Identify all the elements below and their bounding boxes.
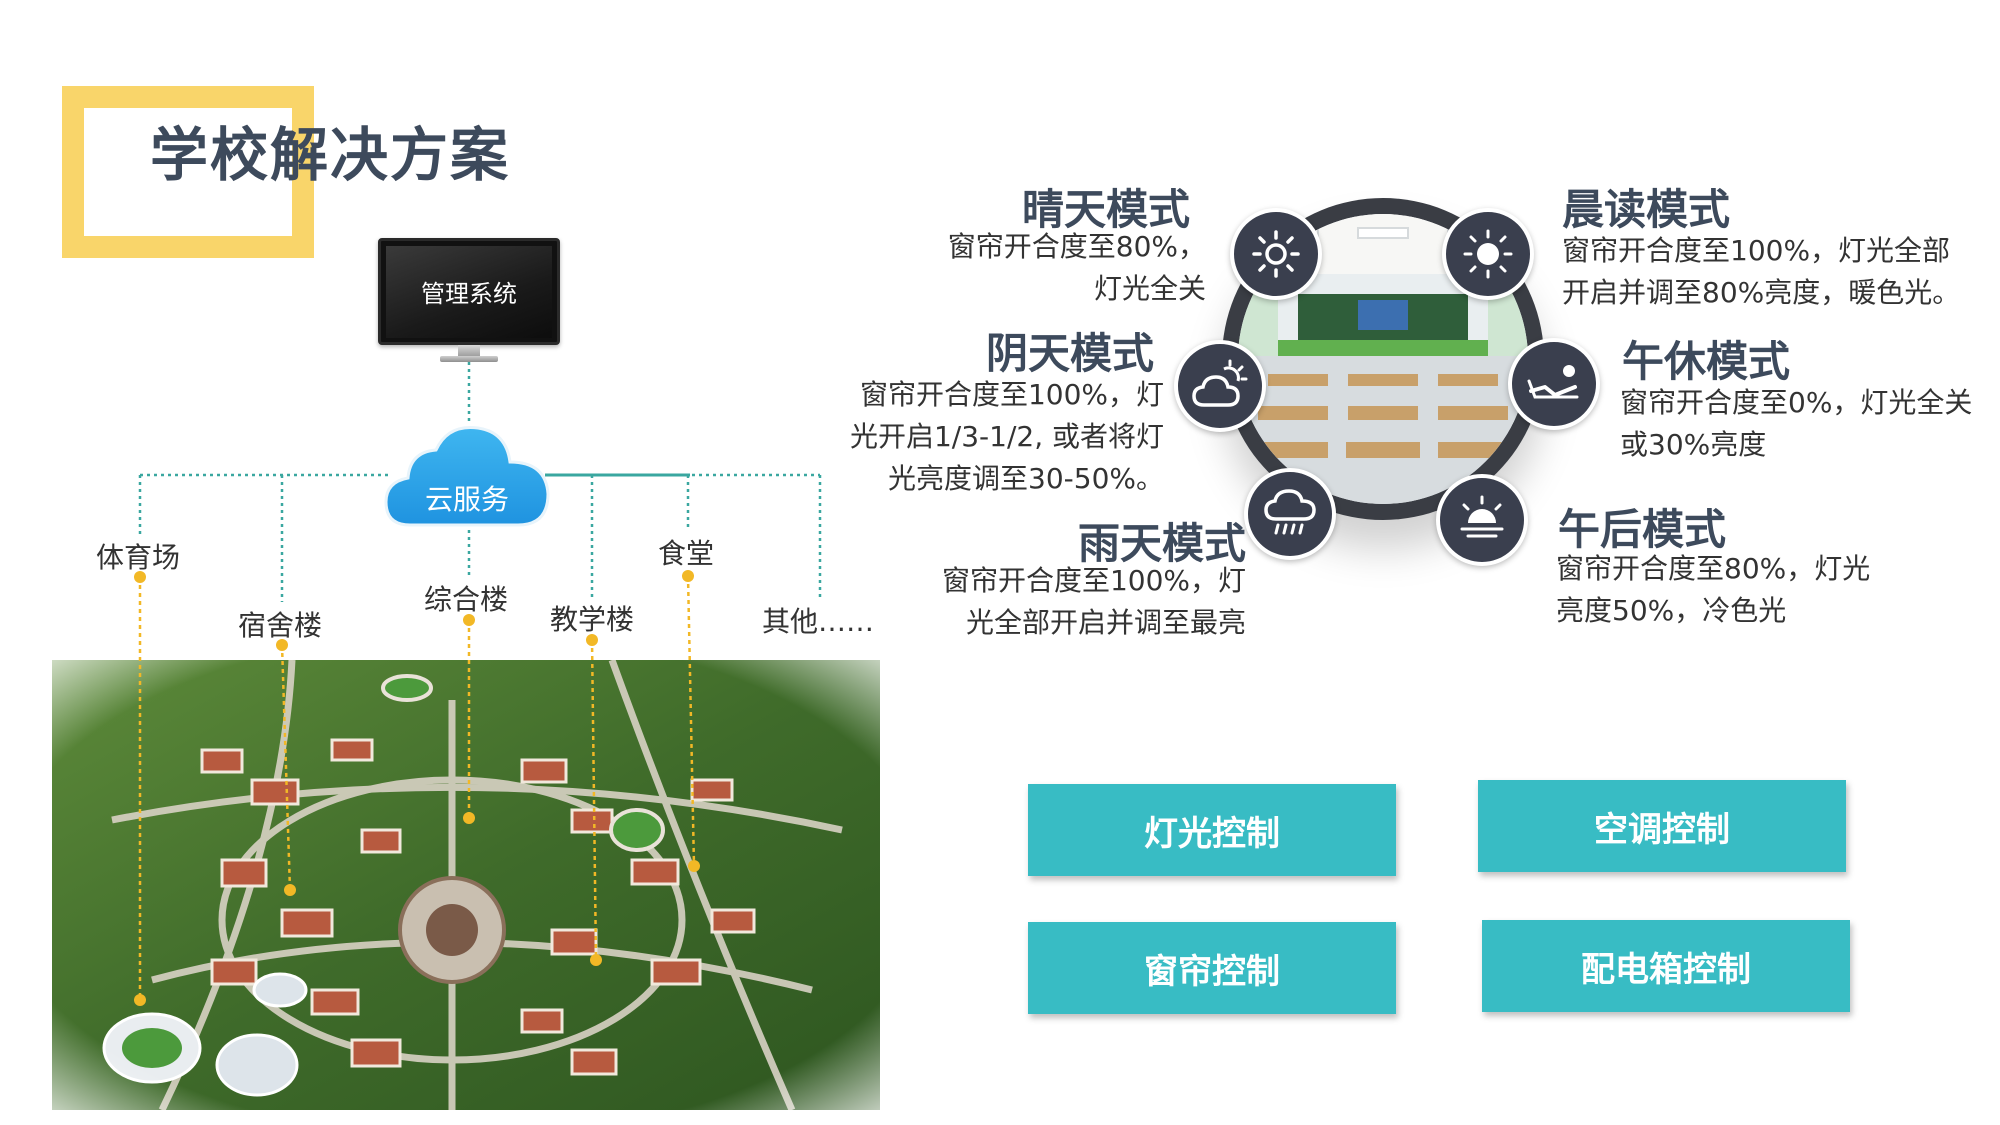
desc-line: 或30%亮度	[1620, 428, 1767, 461]
node-label-teaching: 教学楼	[550, 603, 635, 636]
monitor-label: 管理系统	[421, 280, 517, 308]
afternoon-mode-icon[interactable]	[1436, 474, 1528, 566]
title-decor-frame	[62, 86, 314, 258]
desc-line: 灯光全关	[1093, 272, 1206, 305]
desc-line: 窗帘开合度至100%，灯	[859, 378, 1164, 411]
reclining-person-icon	[1527, 365, 1579, 399]
morning-mode-desc: 窗帘开合度至100%，灯光全部 开启并调至80%亮度，暖色光。	[1562, 230, 1960, 314]
curtain-control-button[interactable]: 窗帘控制	[1028, 922, 1396, 1014]
sunset-icon	[1460, 495, 1504, 538]
afternoon-mode-desc: 窗帘开合度至80%，灯光 亮度50%，冷色光	[1556, 548, 1870, 632]
node-label-dorm: 宿舍楼	[238, 609, 323, 642]
node-label-stadium: 体育场	[96, 541, 181, 574]
cloud-service-icon[interactable]	[382, 420, 552, 530]
monitor-stand-base	[440, 356, 498, 362]
rainy-mode-title: 雨天模式	[1078, 519, 1247, 568]
desc-line: 光全部开启并调至最亮	[965, 606, 1246, 639]
campus-aerial-image	[52, 660, 880, 1110]
light-control-button[interactable]: 灯光控制	[1028, 784, 1396, 876]
power-box-control-button[interactable]: 配电箱控制	[1482, 920, 1850, 1012]
desc-line: 窗帘开合度至80%，灯光	[1556, 552, 1871, 585]
management-system-monitor[interactable]: 管理系统	[378, 238, 560, 345]
page-title: 学校解决方案	[150, 121, 511, 189]
node-label-other: 其他……	[762, 605, 875, 638]
desc-line: 窗帘开合度至80%，	[947, 230, 1206, 263]
morning-mode-title: 晨读模式	[1562, 185, 1731, 234]
monitor-screen: 管理系统	[386, 245, 552, 338]
desc-line: 窗帘开合度至0%，灯光全关	[1620, 386, 1973, 419]
node-label-canteen: 食堂	[658, 537, 715, 570]
desc-line: 窗帘开合度至100%，灯	[941, 564, 1246, 597]
afternoon-mode-title: 午后模式	[1558, 505, 1727, 554]
desc-line: 开启并调至80%亮度，暖色光。	[1562, 276, 1961, 309]
desc-line: 亮度50%，冷色光	[1556, 594, 1787, 627]
cloudy-mode-title: 阴天模式	[986, 329, 1155, 378]
cloudy-mode-icon[interactable]	[1174, 340, 1266, 432]
nap-mode-desc: 窗帘开合度至0%，灯光全关 或30%亮度	[1620, 382, 1972, 466]
sunny-mode-icon[interactable]	[1230, 208, 1322, 300]
bright-sun-icon	[1463, 229, 1513, 279]
nap-mode-icon[interactable]	[1508, 338, 1600, 430]
morning-mode-icon[interactable]	[1442, 208, 1534, 300]
sunny-mode-title: 晴天模式	[1022, 185, 1191, 234]
rain-cloud-icon	[1264, 489, 1316, 535]
desc-line: 光开启1/3-1/2, 或者将灯	[849, 420, 1164, 453]
node-label-complex: 综合楼	[424, 583, 509, 616]
cloudy-mode-desc: 窗帘开合度至100%，灯 光开启1/3-1/2, 或者将灯 光亮度调至30-50…	[800, 374, 1164, 500]
monitor-stand-neck	[458, 345, 480, 357]
rainy-mode-icon[interactable]	[1244, 468, 1336, 560]
nap-mode-title: 午休模式	[1622, 337, 1791, 386]
cloud-service-label: 云服务	[424, 483, 509, 516]
sun-icon	[1252, 230, 1300, 278]
sunny-mode-desc: 窗帘开合度至80%， 灯光全关	[900, 226, 1206, 310]
cloud-sun-icon	[1192, 359, 1248, 407]
rainy-mode-desc: 窗帘开合度至100%，灯 光全部开启并调至最亮	[900, 560, 1246, 644]
desc-line: 窗帘开合度至100%，灯光全部	[1562, 234, 1951, 267]
desc-line: 光亮度调至30-50%。	[888, 462, 1164, 495]
ac-control-button[interactable]: 空调控制	[1478, 780, 1846, 872]
